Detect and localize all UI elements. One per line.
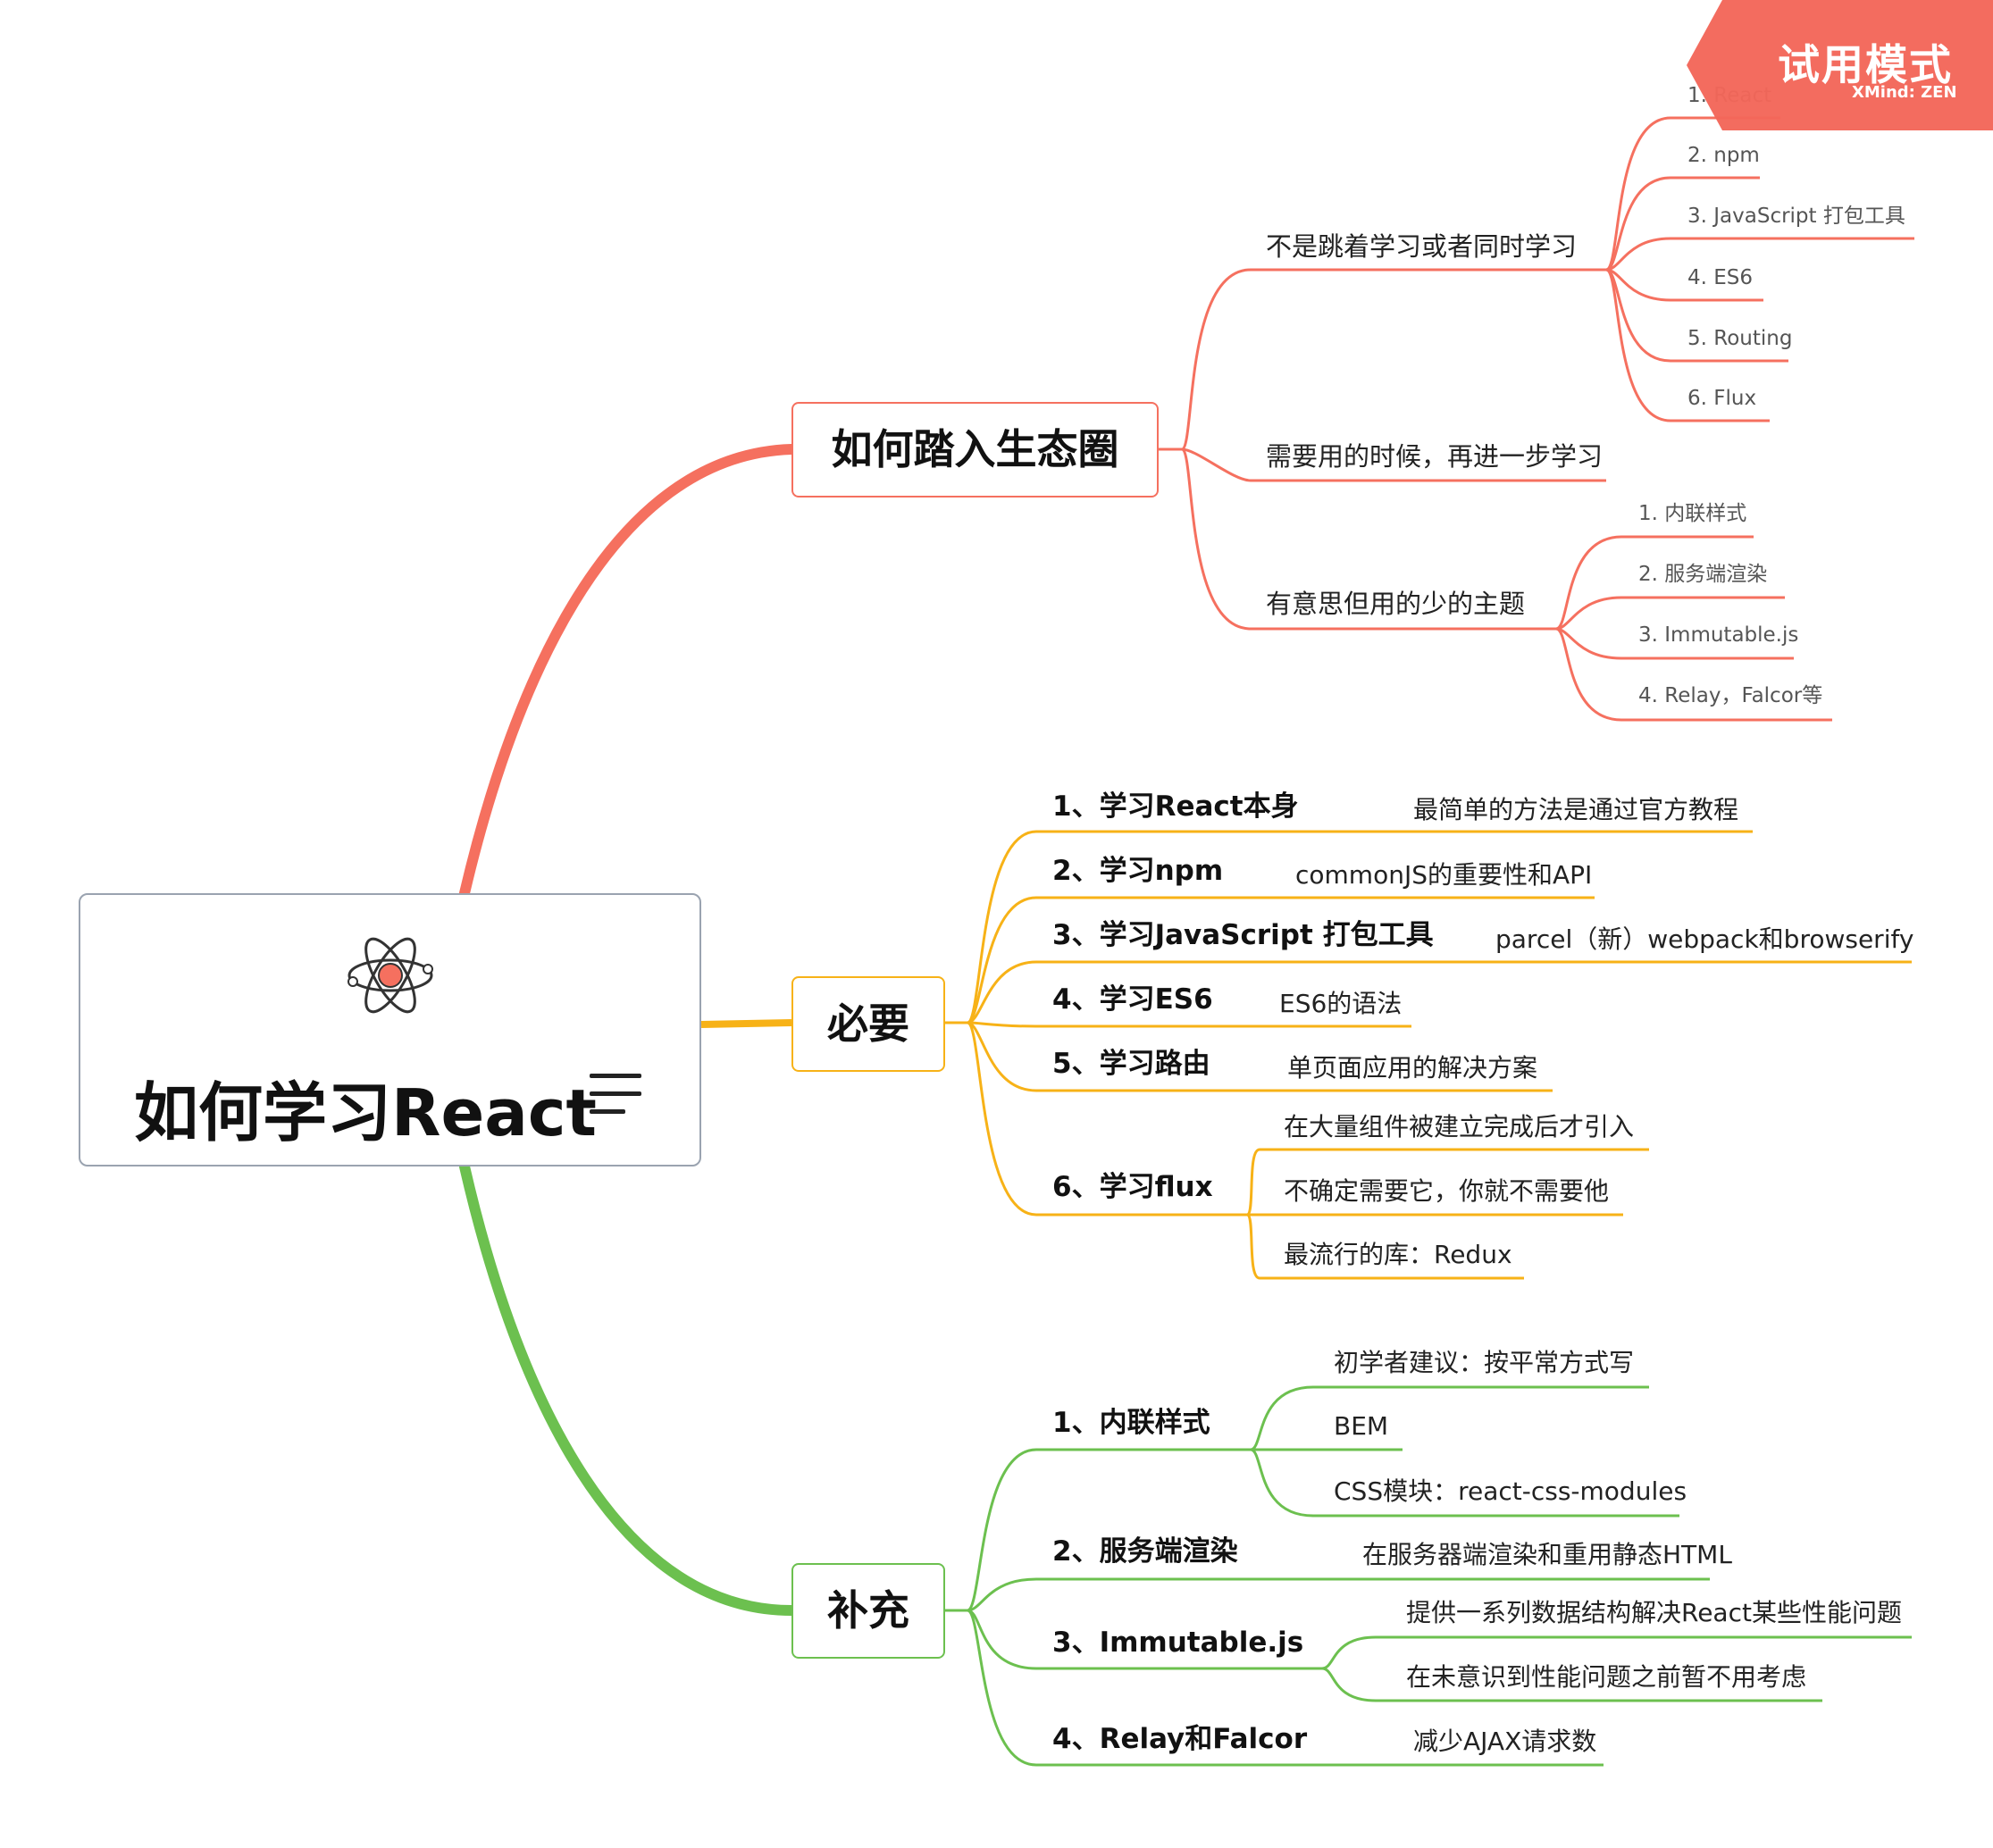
list-item[interactable]: 6. Flux bbox=[1687, 387, 1757, 410]
list-item[interactable]: 2. 服务端渲染 bbox=[1638, 563, 1768, 586]
branch-essential[interactable]: 必要 bbox=[791, 976, 945, 1072]
detail-text[interactable]: 在未意识到性能问题之前暂不用考虑 bbox=[1406, 1662, 1807, 1692]
detail-text[interactable]: 不确定需要它，你就不需要他 bbox=[1284, 1176, 1610, 1206]
detail-text[interactable]: 初学者建议：按平常方式写 bbox=[1334, 1348, 1635, 1377]
atom-icon bbox=[348, 937, 433, 1014]
topic-learn-react[interactable]: 1、学习React本身 bbox=[1052, 790, 1299, 823]
branch-line-essential bbox=[700, 1019, 792, 1028]
notes-icon[interactable] bbox=[590, 1074, 641, 1127]
detail-text[interactable]: 单页面应用的解决方案 bbox=[1287, 1053, 1538, 1083]
branch-line-supplement bbox=[459, 1161, 797, 1616]
topic-inline-style[interactable]: 1、内联样式 bbox=[1052, 1407, 1210, 1439]
topic-immutable[interactable]: 3、Immutable.js bbox=[1052, 1626, 1304, 1659]
list-item[interactable]: 5. Routing bbox=[1687, 327, 1793, 350]
topic-interesting[interactable]: 有意思但用的少的主题 bbox=[1266, 589, 1526, 619]
detail-text[interactable]: 提供一系列数据结构解决React某些性能问题 bbox=[1406, 1598, 1902, 1627]
root-title: 如何学习React bbox=[134, 1075, 597, 1150]
trial-mode-badge bbox=[1687, 0, 1993, 130]
topic-learn-es6[interactable]: 4、学习ES6 bbox=[1052, 983, 1213, 1016]
topic-relay-falcor[interactable]: 4、Relay和Falcor bbox=[1052, 1723, 1308, 1755]
detail-text[interactable]: 在服务器端渲染和重用静态HTML bbox=[1362, 1540, 1732, 1569]
topic-no-jump[interactable]: 不是跳着学习或者同时学习 bbox=[1266, 231, 1578, 262]
topic-learn-flux[interactable]: 6、学习flux bbox=[1052, 1171, 1213, 1203]
topic-learn-routing[interactable]: 5、学习路由 bbox=[1052, 1048, 1210, 1080]
list-item[interactable]: 3. JavaScript 打包工具 bbox=[1687, 205, 1905, 228]
trial-mode-label: 试用模式 bbox=[1778, 41, 1953, 90]
detail-text[interactable]: CSS模块：react-css-modules bbox=[1334, 1476, 1687, 1506]
topic-ssr[interactable]: 2、服务端渲染 bbox=[1052, 1535, 1238, 1568]
branch-supplement[interactable]: 补充 bbox=[791, 1563, 945, 1659]
detail-text[interactable]: 减少AJAX请求数 bbox=[1413, 1727, 1597, 1756]
detail-text[interactable]: parcel（新）webpack和browserify bbox=[1495, 924, 1914, 954]
detail-text[interactable]: 最简单的方法是通过官方教程 bbox=[1413, 795, 1739, 824]
topic-learn-npm[interactable]: 2、学习npm bbox=[1052, 855, 1224, 887]
detail-text[interactable]: commonJS的重要性和API bbox=[1295, 860, 1593, 890]
topic-when-needed[interactable]: 需要用的时候，再进一步学习 bbox=[1266, 441, 1604, 472]
detail-text[interactable]: 在大量组件被建立完成后才引入 bbox=[1284, 1112, 1635, 1141]
detail-text[interactable]: ES6的语法 bbox=[1279, 989, 1403, 1018]
list-item[interactable]: 2. npm bbox=[1687, 144, 1760, 167]
root-topic[interactable]: 如何学习React bbox=[79, 893, 701, 1166]
branch-ecosystem[interactable]: 如何踏入生态圈 bbox=[791, 402, 1159, 498]
detail-text[interactable]: BEM bbox=[1334, 1411, 1389, 1441]
list-item[interactable]: 4. Relay，Falcor等 bbox=[1638, 684, 1823, 707]
detail-text[interactable]: 最流行的库：Redux bbox=[1284, 1240, 1512, 1269]
list-item[interactable]: 3. Immutable.js bbox=[1638, 623, 1799, 647]
list-item[interactable]: 4. ES6 bbox=[1687, 266, 1754, 289]
branch-line-ecosystem bbox=[459, 444, 797, 899]
topic-learn-bundler[interactable]: 3、学习JavaScript 打包工具 bbox=[1052, 919, 1434, 951]
xmind-logo: XMind: ZEN bbox=[1852, 83, 1957, 102]
list-item[interactable]: 1. 内联样式 bbox=[1638, 502, 1747, 525]
